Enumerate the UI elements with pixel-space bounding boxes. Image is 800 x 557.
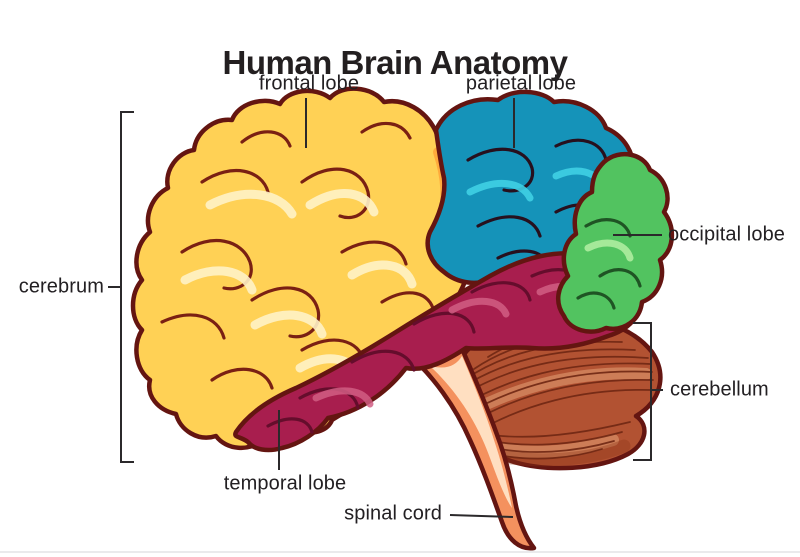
label-occipital-lobe: occipital lobe bbox=[668, 223, 786, 246]
page-title: Human Brain Anatomy bbox=[222, 44, 569, 82]
spinal-leader-line bbox=[449, 514, 514, 518]
cerebellum-shape bbox=[449, 314, 663, 471]
occipital-lobe-shape bbox=[555, 151, 674, 334]
label-spinal-cord: spinal cord bbox=[344, 502, 442, 525]
annotation-lines bbox=[108, 98, 663, 518]
bottom-divider bbox=[0, 551, 800, 553]
label-cerebrum: cerebrum bbox=[18, 275, 104, 298]
label-parietal-lobe: parietal lobe bbox=[465, 72, 577, 95]
cerebrum-bracket bbox=[108, 111, 134, 463]
label-frontal-lobe: frontal lobe bbox=[258, 72, 360, 95]
label-temporal-lobe: temporal lobe bbox=[223, 472, 347, 495]
temporal-lobe-shape bbox=[233, 251, 643, 453]
spinal-cord-shape bbox=[401, 341, 537, 551]
cerebellum-bracket bbox=[633, 322, 663, 461]
label-cerebellum: cerebellum bbox=[670, 378, 769, 401]
